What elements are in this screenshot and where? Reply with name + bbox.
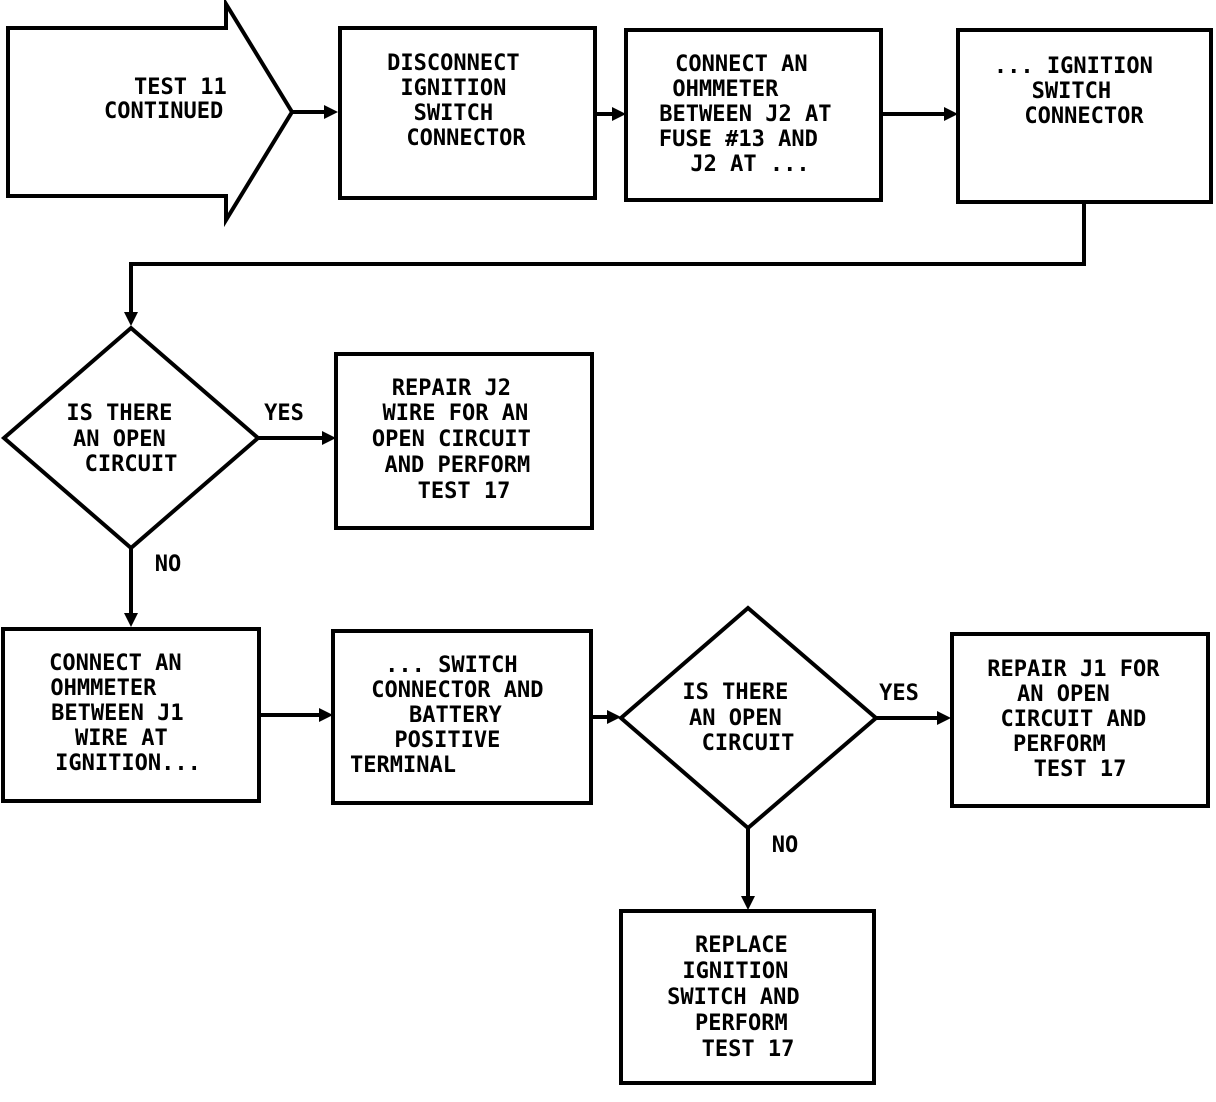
process-box-replace-switch: REPLACE IGNITION SWITCH AND PERFORM TEST… bbox=[619, 909, 876, 1085]
connector-ignition-cont-to-decision-1 bbox=[124, 202, 1086, 326]
connector-decision-2-yes bbox=[876, 711, 951, 725]
connector-connect-j2-to-ignition-cont bbox=[881, 107, 958, 121]
connector-start-to-disconnect bbox=[292, 105, 338, 119]
connector-decision-1-no bbox=[124, 548, 138, 627]
process-box-disconnect: DISCONNECT IGNITION SWITCH CONNECTOR bbox=[338, 26, 597, 200]
switch-cont-label: ... SWITCH CONNECTOR AND BATTERY POSITIV… bbox=[350, 653, 557, 778]
process-box-switch-cont: ... SWITCH CONNECTOR AND BATTERY POSITIV… bbox=[331, 629, 593, 805]
connector-decision-1-yes bbox=[258, 431, 336, 445]
process-box-connect-j1: CONNECT AN OHMMETER BETWEEN J1 WIRE AT I… bbox=[1, 627, 261, 803]
decision-2-yes-label: YES bbox=[879, 681, 919, 706]
decision-diamond-2: IS THERE AN OPEN CIRCUIT bbox=[617, 605, 880, 831]
decision-diamond-1: IS THERE AN OPEN CIRCUIT bbox=[0, 325, 262, 551]
ignition-cont-label: ... IGNITION SWITCH CONNECTOR bbox=[994, 54, 1166, 129]
process-box-repair-j2: REPAIR J2 WIRE FOR AN OPEN CIRCUIT AND P… bbox=[334, 352, 594, 530]
process-box-ignition-cont: ... IGNITION SWITCH CONNECTOR bbox=[956, 28, 1213, 204]
connector-decision-2-no bbox=[741, 828, 755, 910]
decision-1-label: IS THERE AN OPEN CIRCUIT bbox=[66, 401, 185, 477]
connect-j1-label: CONNECT AN OHMMETER BETWEEN J1 WIRE AT I… bbox=[49, 651, 201, 776]
process-box-repair-j1: REPAIR J1 FOR AN OPEN CIRCUIT AND PERFOR… bbox=[950, 632, 1210, 808]
decision-2-no-label: NO bbox=[772, 833, 799, 858]
decision-2-label: IS THERE AN OPEN CIRCUIT bbox=[682, 680, 801, 756]
repair-j1-label: REPAIR J1 FOR AN OPEN CIRCUIT AND PERFOR… bbox=[987, 657, 1172, 782]
start-arrow-shape: TEST 11 CONTINUED bbox=[6, 0, 295, 228]
decision-1-yes-label: YES bbox=[264, 401, 304, 426]
replace-switch-label: REPLACE IGNITION SWITCH AND PERFORM TEST… bbox=[667, 933, 813, 1062]
process-box-connect-j2: CONNECT AN OHMMETER BETWEEN J2 AT FUSE #… bbox=[624, 28, 883, 202]
decision-1-no-label: NO bbox=[155, 552, 182, 577]
start-label: TEST 11 CONTINUED bbox=[104, 75, 240, 124]
connector-disconnect-to-connect-j2 bbox=[595, 107, 626, 121]
connect-j2-label: CONNECT AN OHMMETER BETWEEN J2 AT FUSE #… bbox=[659, 52, 845, 177]
connector-connect-j1-to-switch-cont bbox=[259, 708, 333, 722]
disconnect-label: DISCONNECT IGNITION SWITCH CONNECTOR bbox=[387, 51, 533, 151]
connector-switch-cont-to-decision-2 bbox=[591, 710, 621, 724]
repair-j2-label: REPAIR J2 WIRE FOR AN OPEN CIRCUIT AND P… bbox=[372, 376, 544, 504]
